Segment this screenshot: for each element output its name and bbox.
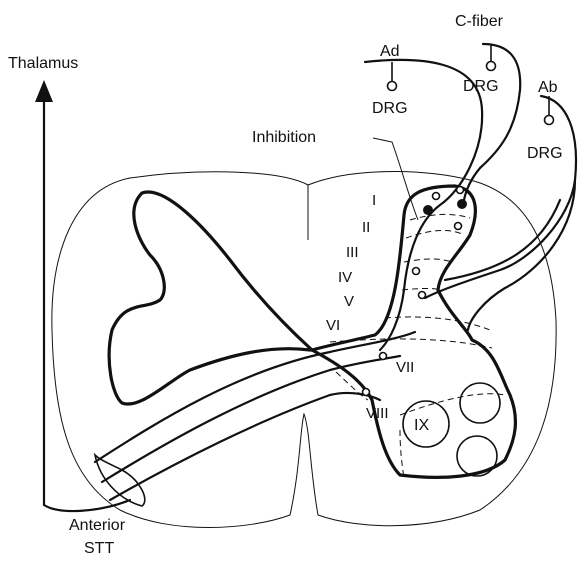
- terminal-lamina-v: [419, 292, 426, 299]
- lamina-viii-label: VIII: [366, 405, 389, 422]
- c-drg-soma: [487, 62, 496, 71]
- lamina-boundary-3: [404, 259, 452, 262]
- terminal-lamina-vii: [380, 353, 387, 360]
- terminal-lamina-i-2: [457, 187, 464, 194]
- c-fiber-label: C-fiber: [455, 13, 504, 30]
- thalamus-label: Thalamus: [8, 55, 78, 72]
- lamina-vi-label: VI: [326, 317, 340, 334]
- stt-fiber-to-thalamus: [44, 500, 130, 511]
- motor-pool-lower: [457, 436, 497, 476]
- terminal-ad-1: [424, 206, 433, 215]
- lamina-ii-label: II: [362, 219, 370, 236]
- stt-fiber-3: [110, 393, 380, 500]
- c-drg-label: DRG: [463, 78, 499, 95]
- lamina-boundary-1: [410, 214, 470, 220]
- stt-label: STT: [84, 540, 114, 557]
- lamina-vii-label: VII: [396, 359, 414, 376]
- ab-drg-label: DRG: [527, 145, 563, 162]
- lamina-boundary-5: [385, 317, 490, 330]
- motor-pool-upper: [460, 383, 500, 423]
- terminal-lamina-iv: [413, 268, 420, 275]
- terminal-lamina-ii: [455, 223, 462, 230]
- terminal-lamina-i-1: [433, 193, 440, 200]
- lamina-ix-label: IX: [414, 417, 429, 434]
- thalamus-arrowhead: [35, 80, 53, 102]
- ad-drg-label: DRG: [372, 100, 408, 117]
- ad-drg-soma: [388, 82, 397, 91]
- stt-fiber-2: [102, 356, 400, 482]
- grey-matter-outline: [109, 192, 312, 404]
- lamina-iv-label: IV: [338, 269, 352, 286]
- ab-drg-soma: [545, 116, 554, 125]
- ad-label: Ad: [380, 43, 400, 60]
- lamina-iii-label: III: [346, 244, 359, 261]
- lamina-boundary-8: [400, 394, 505, 415]
- lamina-i-label: I: [372, 192, 376, 209]
- ab-label: Ab: [538, 79, 558, 96]
- lamina-boundary-4: [402, 289, 442, 291]
- anterior-label: Anterior: [69, 517, 126, 534]
- inhibition-pointer: [373, 138, 418, 220]
- lamina-boundary-2: [406, 231, 462, 238]
- terminal-c-1: [458, 200, 467, 209]
- inhibition-label: Inhibition: [252, 129, 316, 146]
- terminal-lamina-viii: [363, 389, 370, 396]
- lamina-boundary-9: [400, 430, 404, 478]
- lamina-v-label: V: [344, 293, 354, 310]
